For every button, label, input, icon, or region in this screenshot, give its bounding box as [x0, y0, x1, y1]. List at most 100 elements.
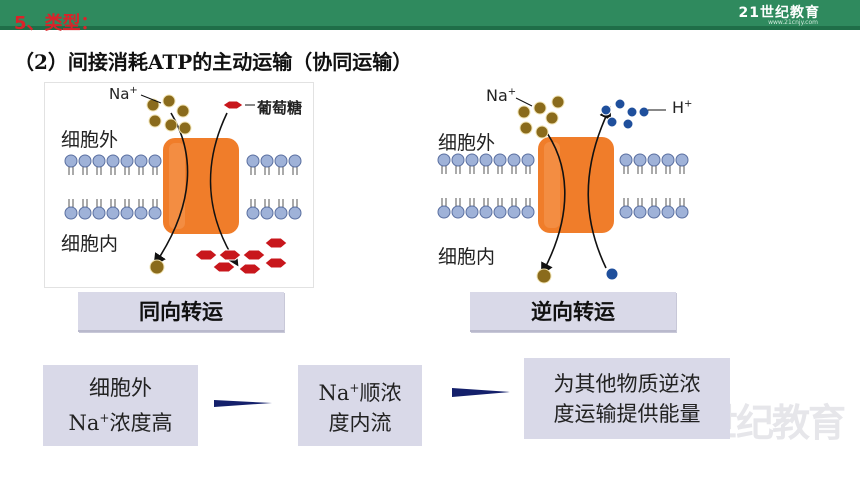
lipid-head: [260, 206, 274, 220]
lipid-tail: [441, 198, 447, 206]
flow-arrow-1: [214, 400, 272, 407]
lipid-head: [106, 206, 120, 220]
lipid-tail: [665, 198, 671, 206]
lipid-tail: [278, 199, 284, 207]
lipid-tail: [469, 198, 475, 206]
lipid-tail: [250, 167, 256, 175]
lipid-tail: [651, 166, 657, 174]
symport-membrane-svg: [64, 94, 302, 275]
lipid-head: [675, 153, 689, 167]
lipid-head: [134, 206, 148, 220]
lipid-head: [647, 205, 661, 219]
na-label: Na+: [486, 86, 517, 105]
lipid-head: [437, 205, 451, 219]
lipid-tail: [82, 167, 88, 175]
lipid-tail: [264, 167, 270, 175]
lipid-head: [493, 205, 507, 219]
lipid-tail: [497, 166, 503, 174]
outside-label: 细胞外: [438, 132, 496, 154]
lipid-head: [465, 205, 479, 219]
lipid-tail: [455, 166, 461, 174]
lipid-tail: [68, 199, 74, 207]
lipid-bilayer: [437, 153, 689, 219]
lipid-tail: [264, 199, 270, 207]
lipid-tail: [441, 166, 447, 174]
flow-box-2: Na+顺浓 度内流: [298, 365, 422, 446]
lipid-tail: [138, 167, 144, 175]
lipid-tail: [511, 166, 517, 174]
lipid-tail: [679, 198, 685, 206]
lipid-tail: [483, 166, 489, 174]
page-title: 5、类型：: [14, 13, 99, 34]
glucose-label: 葡萄糖: [257, 99, 303, 117]
lipid-head: [64, 206, 78, 220]
lipid-tail: [651, 198, 657, 206]
na-particle-inside: [149, 259, 165, 275]
lipid-tail: [637, 198, 643, 206]
lipid-head: [661, 205, 675, 219]
flow-box-3: 为其他物质逆浓 度运输提供能量: [524, 358, 730, 439]
lipid-tail: [623, 166, 629, 174]
lipid-head: [633, 205, 647, 219]
lipid-head: [675, 205, 689, 219]
lipid-head: [521, 153, 535, 167]
lipid-tail: [525, 198, 531, 206]
logo-url: www.21cnjy.com: [768, 19, 818, 26]
lipid-tail: [292, 199, 298, 207]
lipid-bilayer: [64, 154, 302, 220]
symport-caption: 同向转运: [78, 292, 284, 332]
lipid-head: [64, 154, 78, 168]
lipid-head: [246, 206, 260, 220]
symport-diagram: Na+ 葡萄糖 细胞外 细胞内: [44, 82, 314, 288]
glucose-arrow: [209, 112, 239, 267]
lipid-head: [288, 154, 302, 168]
lipid-head: [479, 205, 493, 219]
lipid-tail: [124, 199, 130, 207]
na-arrow: [153, 112, 189, 267]
lipid-head: [619, 153, 633, 167]
lipid-head: [148, 154, 162, 168]
lipid-head: [148, 206, 162, 220]
lipid-head: [633, 153, 647, 167]
na-label: Na+: [109, 85, 138, 103]
lipid-head: [507, 205, 521, 219]
h-arrow: [587, 106, 612, 269]
lipid-head: [451, 205, 465, 219]
lipid-tail: [96, 199, 102, 207]
h-particles-outside: [600, 98, 650, 130]
flow-box-1-line1: 细胞外: [89, 376, 152, 400]
lipid-head: [246, 154, 260, 168]
antiport-diagram: Na+ H+ 细胞外 细胞内: [434, 82, 694, 286]
outside-label: 细胞外: [61, 129, 119, 151]
na-arrow: [541, 125, 566, 276]
lipid-tail: [68, 167, 74, 175]
lipid-tail: [110, 167, 116, 175]
lipid-tail: [497, 198, 503, 206]
lipid-tail: [124, 167, 130, 175]
lipid-tail: [623, 198, 629, 206]
lipid-tail: [96, 167, 102, 175]
lipid-tail: [152, 199, 158, 207]
lipid-head: [92, 206, 106, 220]
lipid-head: [260, 154, 274, 168]
lipid-head: [274, 154, 288, 168]
flow-box-1: 细胞外 Na+浓度高: [43, 365, 198, 446]
na-particles-outside: [146, 94, 192, 135]
na-particles-outside: [517, 95, 565, 139]
lipid-head: [78, 154, 92, 168]
lipid-tail: [152, 167, 158, 175]
na-particle-inside: [536, 268, 552, 284]
lipid-head: [92, 154, 106, 168]
lipid-head: [521, 205, 535, 219]
glucose-inside: [194, 237, 288, 275]
flow-box-1-line2: Na+浓度高: [68, 411, 173, 435]
lipid-head: [619, 205, 633, 219]
lipid-tail: [525, 166, 531, 174]
lipid-tail: [292, 167, 298, 175]
h-particle-inside: [605, 267, 619, 281]
lipid-head: [120, 154, 134, 168]
lipid-head: [288, 206, 302, 220]
lipid-tail: [665, 166, 671, 174]
lipid-head: [479, 153, 493, 167]
lipid-tail: [483, 198, 489, 206]
